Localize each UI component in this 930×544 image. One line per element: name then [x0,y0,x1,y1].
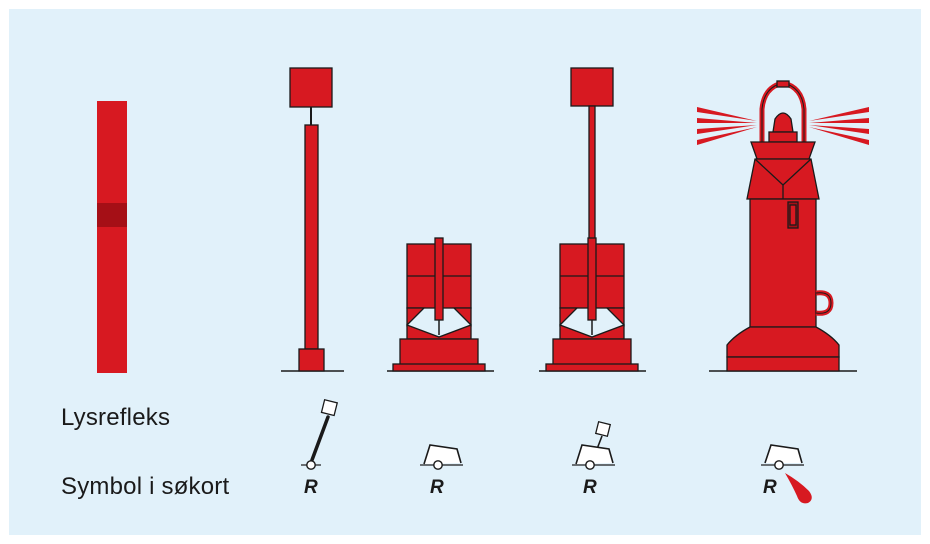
chart-symbol-light: R [761,444,812,504]
chart-symbol-label: Symbol i søkort [61,473,230,500]
chart-symbol-pole: R [301,398,339,498]
can-buoy [387,237,494,372]
diagram-panel: R R R R Lysrefleks Symbol i søkort [9,9,921,535]
light-flare-icon [785,473,812,504]
symbol-r-3: R [583,477,597,498]
reflective-band-sample [97,101,127,373]
reflector-label: Lysrefleks [61,404,171,431]
symbol-r-4: R [763,477,777,498]
chart-symbol-can: R [420,444,463,498]
light-rays [697,107,869,145]
light-buoy [697,80,869,372]
symbol-r-1: R [304,477,318,498]
symbol-r-2: R [430,477,444,498]
can-buoy-with-topmark [539,67,646,372]
chart-symbol-can-topmark: R [572,420,615,498]
buoy-illustration: R R R R [97,67,869,504]
pole-buoy [281,67,344,372]
